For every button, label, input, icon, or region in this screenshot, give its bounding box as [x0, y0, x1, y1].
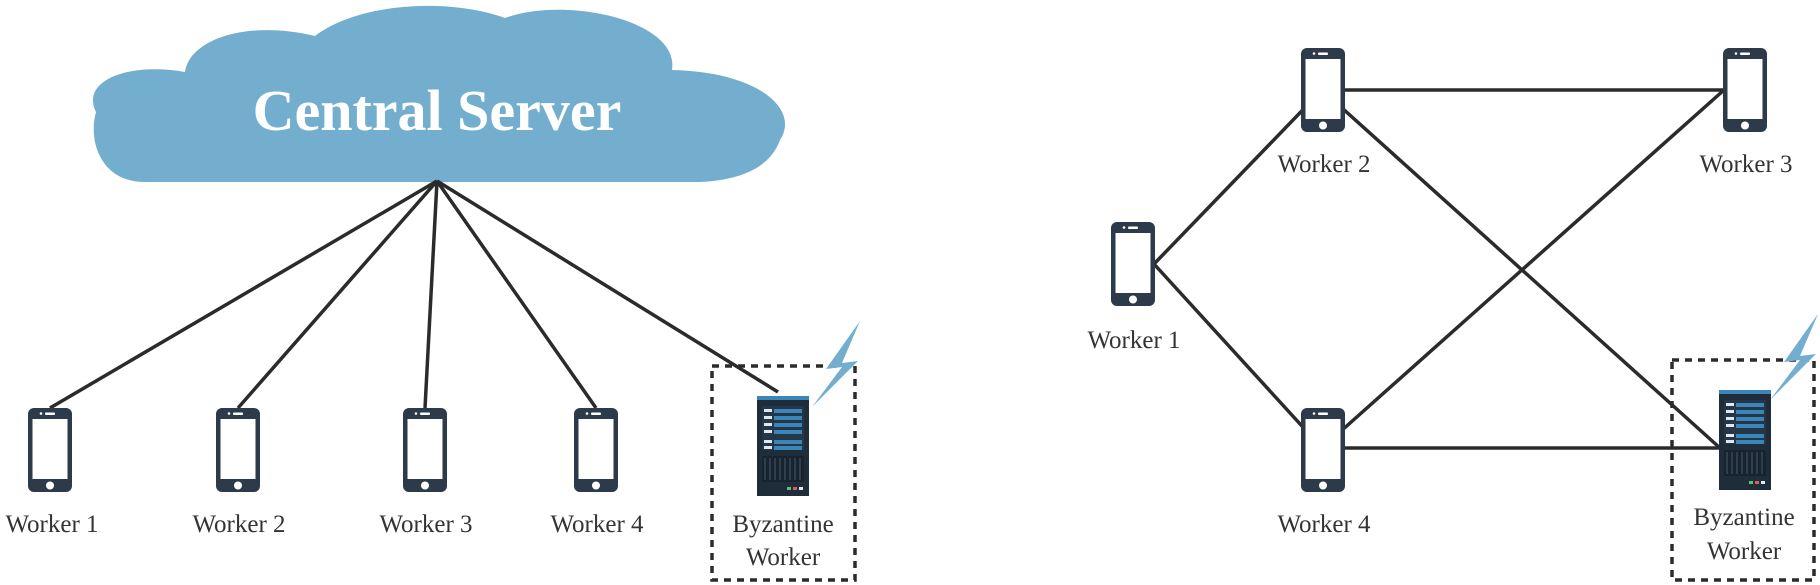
central-server-label: Central Server — [253, 78, 622, 143]
left-byzantine-worker: Byzantine Worker — [710, 321, 860, 582]
byzantine-label-line1: Byzantine — [1693, 504, 1794, 531]
smartphone-icon — [1111, 222, 1155, 306]
worker-label: Worker 4 — [550, 511, 644, 538]
server-tower-icon — [1718, 389, 1772, 491]
right-worker-4: Worker 4 — [1277, 408, 1371, 538]
right-worker-1: Worker 1 — [1087, 222, 1181, 354]
worker-label: Worker 3 — [379, 511, 472, 538]
smartphone-icon — [1301, 48, 1345, 132]
right-worker-3: Worker 3 — [1699, 48, 1793, 178]
server-tower-icon — [756, 395, 810, 497]
byzantine-label-line2: Worker — [1707, 538, 1782, 565]
left-worker-2: Worker 2 — [192, 408, 286, 538]
left-worker-1: Worker 1 — [5, 408, 99, 538]
smartphone-icon — [28, 408, 72, 492]
worker-label: Worker 2 — [1277, 151, 1370, 178]
lightning-bolt-icon — [812, 321, 860, 407]
byzantine-highlight-box — [710, 364, 857, 582]
left-worker-4: Worker 4 — [550, 408, 644, 538]
left-worker-3: Worker 3 — [379, 408, 473, 538]
right-connections — [1152, 88, 1726, 450]
lightning-bolt-icon — [1770, 314, 1818, 400]
byzantine-highlight-box — [1670, 358, 1816, 582]
smartphone-icon — [1301, 408, 1345, 492]
smartphone-icon — [216, 408, 260, 492]
worker-label: Worker 1 — [1087, 327, 1180, 354]
right-worker-2: Worker 2 — [1277, 48, 1371, 178]
worker-label: Worker 2 — [192, 511, 285, 538]
right-byzantine-worker: Byzantine Worker — [1670, 314, 1818, 582]
smartphone-icon — [403, 408, 447, 492]
worker-label: Worker 4 — [1277, 511, 1371, 538]
byzantine-label-line1: Byzantine — [732, 511, 833, 538]
byzantine-label-line2: Worker — [746, 544, 821, 571]
worker-label: Worker 1 — [5, 511, 98, 538]
smartphone-icon — [574, 408, 618, 492]
worker-label: Worker 3 — [1699, 151, 1792, 178]
cloud-icon — [92, 5, 786, 182]
left-connections — [49, 179, 779, 410]
smartphone-icon — [1723, 48, 1767, 132]
